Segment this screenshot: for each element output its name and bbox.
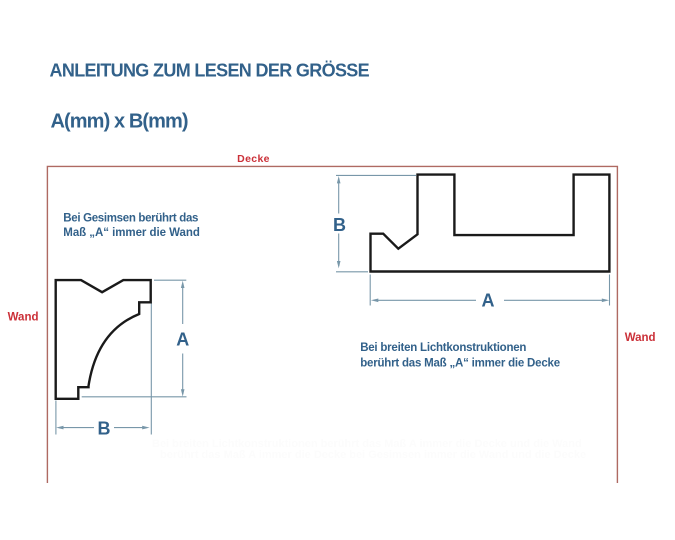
- svg-text:A: A: [176, 330, 189, 350]
- svg-text:Maß „A“ immer die Wand: Maß „A“ immer die Wand: [63, 227, 200, 239]
- svg-text:Bei breiten Lichtkonstruktione: Bei breiten Lichtkonstruktionen berührt …: [152, 438, 582, 450]
- svg-text:B: B: [333, 215, 346, 235]
- svg-text:Bei breiten Lichtkonstruktione: Bei breiten Lichtkonstruktionen: [360, 342, 526, 354]
- svg-text:Wand: Wand: [8, 311, 39, 323]
- svg-text:Decke: Decke: [237, 153, 270, 165]
- svg-text:berührt das Maß „A“ immer die: berührt das Maß „A“ immer die Decke: [360, 357, 560, 369]
- svg-text:A(mm) x B(mm): A(mm) x B(mm): [51, 110, 188, 132]
- svg-text:A: A: [482, 290, 495, 310]
- svg-text:B: B: [98, 418, 111, 438]
- svg-text:berührt das Maß A immer die De: berührt das Maß A immer die Decke bei Ge…: [160, 449, 586, 461]
- svg-text:Wand: Wand: [625, 332, 656, 344]
- svg-text:Bei Gesimsen berührt das: Bei Gesimsen berührt das: [63, 212, 198, 224]
- svg-text:ANLEITUNG ZUM LESEN DER GRÖSSE: ANLEITUNG ZUM LESEN DER GRÖSSE: [50, 61, 370, 81]
